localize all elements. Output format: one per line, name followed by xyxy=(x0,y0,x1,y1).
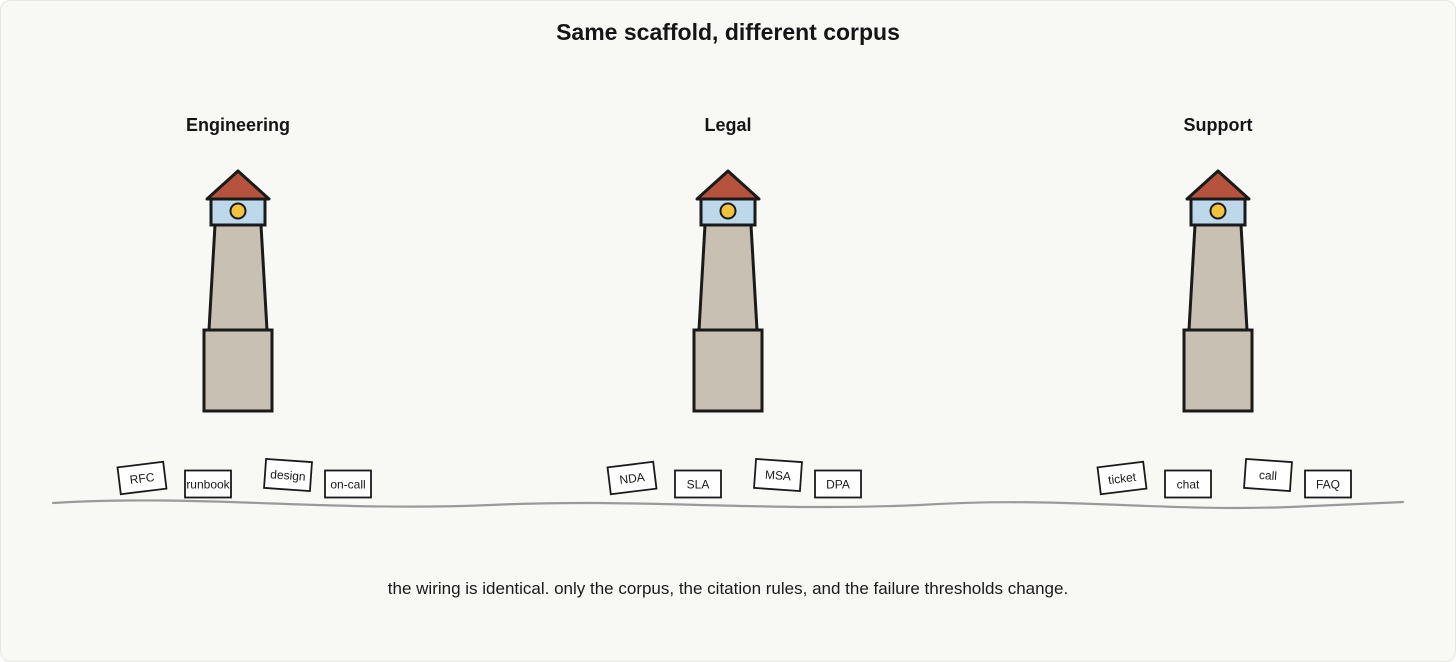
document-card xyxy=(674,469,722,499)
document-card xyxy=(184,469,232,499)
document-card xyxy=(1096,460,1148,496)
document-card xyxy=(1164,469,1212,499)
document-icon-chat: chat xyxy=(1164,469,1212,499)
lighthouse-icon-legal xyxy=(692,169,764,413)
document-label: SLA xyxy=(687,478,710,492)
document-label: NDA xyxy=(619,470,646,487)
document-label: RFC xyxy=(129,470,156,487)
document-label: runbook xyxy=(186,478,230,492)
document-icon-design: design xyxy=(263,457,313,493)
document-icon-call: call xyxy=(1243,457,1293,493)
document-label: MSA xyxy=(765,468,792,484)
document-card xyxy=(324,469,372,499)
document-card xyxy=(753,457,803,493)
lighthouse-base xyxy=(1182,328,1254,413)
document-icon-nda: NDA xyxy=(606,460,658,496)
document-card xyxy=(116,460,168,496)
document-label: call xyxy=(1258,468,1277,483)
diagram-title: Same scaffold, different corpus xyxy=(556,19,900,45)
document-label: design xyxy=(270,467,306,483)
lighthouse-roof xyxy=(205,169,271,201)
document-card xyxy=(606,460,658,496)
document-icon-rfc: RFC xyxy=(116,460,168,496)
lighthouse-light xyxy=(229,202,247,220)
lighthouse-icon-support xyxy=(1182,169,1254,413)
panel-label-engineering: Engineering xyxy=(185,115,290,135)
lighthouse-light xyxy=(719,202,737,220)
lighthouse-light xyxy=(1209,202,1227,220)
lighthouse-base xyxy=(202,328,274,413)
lighthouse-tower xyxy=(1187,223,1249,332)
lighthouse-base xyxy=(692,328,764,413)
document-label: FAQ xyxy=(1316,478,1340,492)
lighthouse-tower xyxy=(207,223,269,332)
document-card xyxy=(263,457,313,493)
document-icon-on-call: on-call xyxy=(324,469,372,499)
document-card xyxy=(814,469,862,499)
document-icon-dpa: DPA xyxy=(814,469,862,499)
document-icon-ticket: ticket xyxy=(1096,460,1148,496)
document-label: chat xyxy=(1177,478,1200,492)
lighthouse-roof xyxy=(1185,169,1251,201)
document-label: on-call xyxy=(330,478,365,492)
document-icon-runbook: runbook xyxy=(184,469,232,499)
document-card xyxy=(1304,469,1352,499)
diagram-caption: the wiring is identical. only the corpus… xyxy=(387,579,1069,598)
panel-label-legal: Legal xyxy=(704,115,752,135)
lighthouse-roof xyxy=(695,169,761,201)
document-icon-msa: MSA xyxy=(753,457,803,493)
lighthouse-icon-engineering xyxy=(202,169,274,413)
panel-label-support: Support xyxy=(1183,115,1253,135)
document-icon-faq: FAQ xyxy=(1304,469,1352,499)
document-label: DPA xyxy=(826,478,850,492)
document-icon-sla: SLA xyxy=(674,469,722,499)
lighthouse-tower xyxy=(697,223,759,332)
document-label: ticket xyxy=(1107,470,1137,487)
ground-line xyxy=(51,499,1405,510)
document-card xyxy=(1243,457,1293,493)
